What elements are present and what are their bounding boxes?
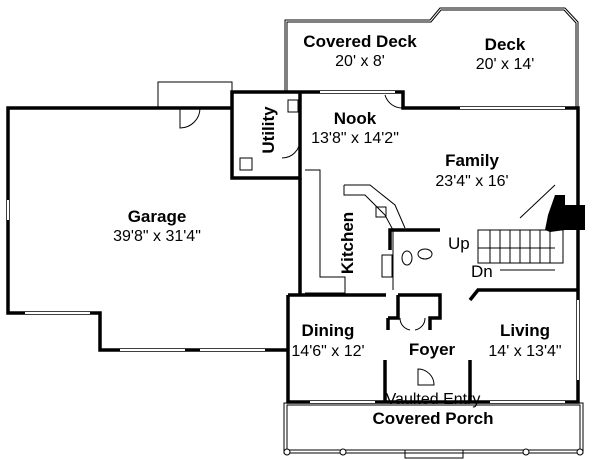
family-size: 23'4" x 16' bbox=[435, 173, 508, 190]
staircase bbox=[477, 229, 564, 271]
porch-label: Covered Porch bbox=[373, 409, 494, 428]
living-size: 14' x 13'4" bbox=[488, 343, 561, 360]
deck-size: 20' x 14' bbox=[476, 56, 535, 73]
garage-size: 39'8" x 31'4" bbox=[113, 228, 201, 245]
hearth-line bbox=[519, 184, 556, 219]
porch-note: Vaulted Entry bbox=[386, 391, 481, 408]
bathroom-fixtures bbox=[239, 99, 433, 266]
kitchen-counters bbox=[305, 169, 406, 294]
porch-columns bbox=[283, 448, 584, 456]
windows bbox=[7, 91, 579, 403]
living-label: Living bbox=[500, 321, 550, 340]
utility-label: Utility bbox=[259, 106, 278, 154]
stairs-down-label: Dn bbox=[471, 262, 493, 281]
nook-label: Nook bbox=[334, 109, 377, 128]
family-label: Family bbox=[445, 151, 499, 170]
deck-label: Deck bbox=[485, 35, 526, 54]
foyer-label: Foyer bbox=[409, 340, 456, 359]
nook-size: 13'8" x 14'2" bbox=[311, 130, 399, 147]
dining-label: Dining bbox=[302, 321, 355, 340]
stairs-up-label: Up bbox=[448, 234, 470, 253]
doors bbox=[179, 94, 435, 386]
kitchen-label: Kitchen bbox=[338, 212, 357, 274]
fireplace bbox=[545, 195, 585, 232]
dining-size: 14'6" x 12' bbox=[291, 343, 364, 360]
covered-deck-size: 20' x 8' bbox=[335, 53, 385, 70]
covered-deck-label: Covered Deck bbox=[303, 32, 417, 51]
garage-label: Garage bbox=[128, 207, 187, 226]
